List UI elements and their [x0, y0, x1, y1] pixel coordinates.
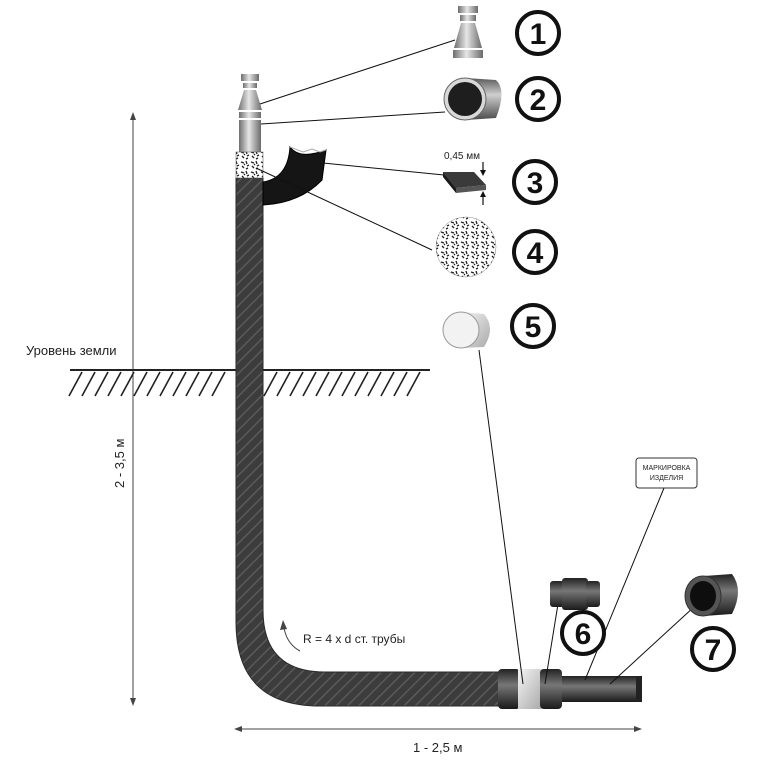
length-label: 1 - 2,5 м [413, 740, 462, 755]
outlet-pipe [562, 676, 642, 702]
length-dimension [234, 726, 642, 732]
leader-lines [255, 39, 696, 685]
bend-radius-label: R = 4 x d ст. трубы [303, 632, 405, 646]
depth-dimension [130, 112, 136, 706]
marking-box [635, 457, 698, 489]
top-granule-fill [235, 151, 264, 179]
bottom-coupling [498, 669, 562, 709]
thickness-label: 0,45 мм [444, 151, 480, 162]
badge-2: 2 [515, 76, 561, 122]
badge-number: 7 [705, 634, 722, 667]
marking-line2: ИЗДЕЛИЯ [650, 475, 683, 482]
badge-1: 1 [515, 10, 561, 56]
marking-line1: МАРКИРОВКА [643, 465, 691, 472]
badge-number: 1 [530, 18, 547, 51]
coupling-icon [550, 578, 600, 610]
badge-number: 2 [530, 84, 547, 117]
pipe-end-icon [684, 574, 738, 617]
ground-level-label: Уровень земли [26, 343, 117, 358]
wrap-sheet [262, 145, 327, 206]
granules-icon [435, 216, 497, 278]
depth-label: 2 - 3,5 м [112, 439, 127, 488]
top-nozzle [238, 74, 262, 118]
pipe-cap-icon [443, 77, 502, 121]
top-pipe-cap [239, 120, 261, 152]
nozzle-icon [453, 6, 483, 58]
bend-radius-arrow [283, 627, 301, 652]
sleeve-icon [442, 311, 490, 349]
badge-3: 3 [512, 159, 558, 205]
badge-number: 4 [527, 237, 544, 270]
badge-number: 5 [525, 311, 542, 344]
badge-5: 5 [510, 303, 556, 349]
badge-7: 7 [690, 626, 736, 672]
sheet-icon [443, 162, 486, 205]
badge-6: 6 [560, 610, 606, 656]
badge-number: 3 [527, 167, 544, 200]
badge-4: 4 [512, 229, 558, 275]
badge-number: 6 [575, 618, 592, 651]
